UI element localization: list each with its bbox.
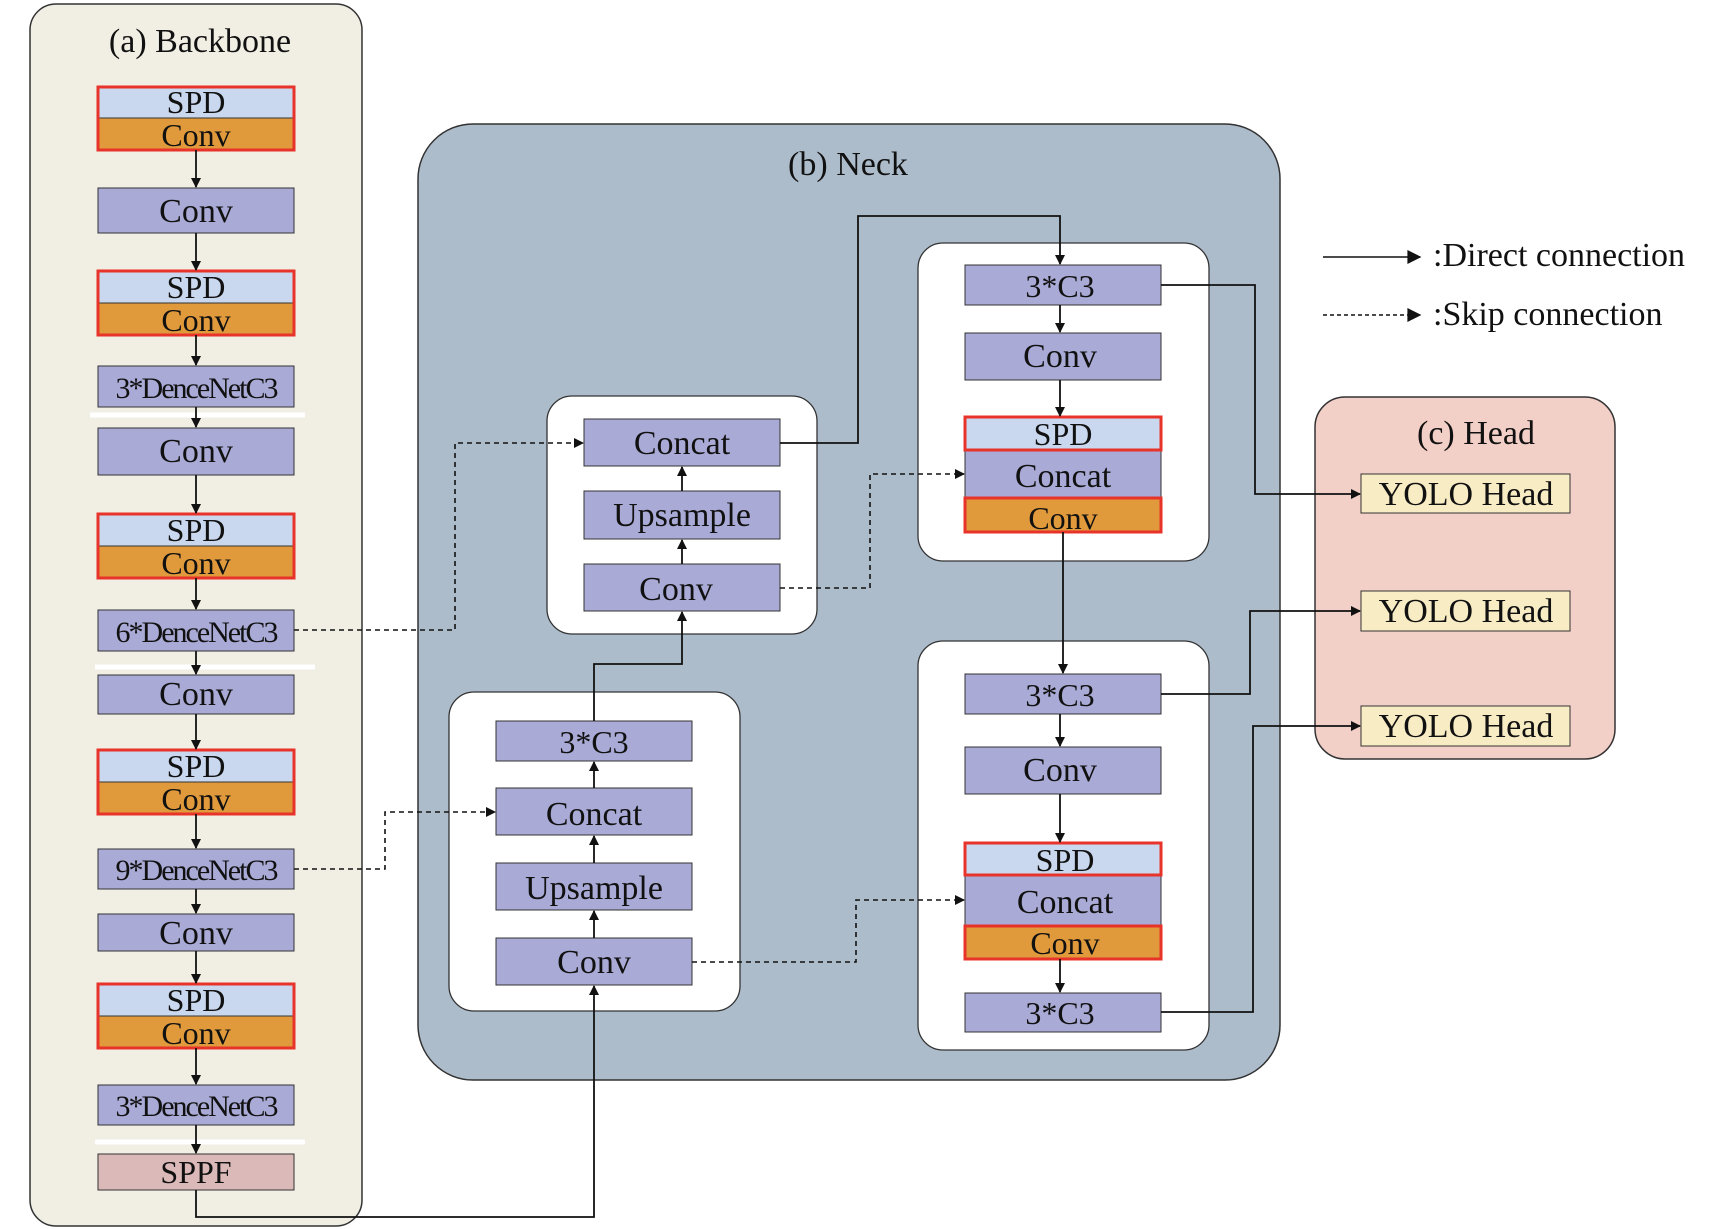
backbone-dense-3: 3*DenceNetC3 — [90, 365, 305, 418]
backbone-spdconv-4: SPD Conv — [96, 748, 296, 817]
head-title: (c) Head — [1417, 415, 1535, 452]
backbone-title: (a) Backbone — [109, 23, 291, 60]
neck-br-spd-concat-conv: SPD Concat Conv — [963, 841, 1163, 961]
spd-label: SPD — [167, 748, 226, 784]
neck-tr-spd-concat-conv: SPD Concat Conv — [963, 415, 1163, 536]
conv-label: Conv — [159, 676, 233, 713]
conv-label: Conv — [161, 117, 230, 153]
yolo-head-3: YOLO Head — [1360, 705, 1571, 747]
backbone-spdconv-3: SPD Conv — [96, 512, 296, 581]
spd-label: SPD — [167, 269, 226, 305]
dense-label: 9*DenceNetC3 — [116, 854, 278, 887]
direct-connections — [195, 215, 1361, 1218]
neck-tr-c3: 3*C3 — [964, 264, 1162, 306]
upsample-label: Upsample — [613, 497, 751, 534]
neck-tr-conv: Conv — [964, 332, 1162, 381]
conv-label: Conv — [1023, 752, 1097, 789]
dense-label: 3*DenceNetC3 — [116, 1090, 278, 1123]
backbone-spdconv-5: SPD Conv — [96, 982, 296, 1051]
backbone-dense-9: 9*DenceNetC3 — [97, 848, 295, 890]
yolo-head-2: YOLO Head — [1360, 590, 1571, 632]
spd-label: SPD — [1036, 842, 1095, 878]
neck-bl-conv: Conv — [495, 937, 693, 986]
backbone-spdconv-1: SPD Conv — [96, 84, 296, 153]
backbone-conv-4: Conv — [97, 913, 295, 952]
legend-skip-label: :Skip connection — [1433, 296, 1662, 333]
upsample-label: Upsample — [525, 870, 663, 907]
dense-label: 6*DenceNetC3 — [116, 616, 278, 649]
neck-bl-upsample: Upsample — [495, 862, 693, 911]
neck-tl-upsample: Upsample — [583, 490, 781, 540]
concat-label: Concat — [1015, 458, 1112, 495]
spd-label: SPD — [167, 982, 226, 1018]
conv-label: Conv — [1030, 925, 1099, 961]
yolo-head-label: YOLO Head — [1379, 708, 1554, 745]
yolo-head-label: YOLO Head — [1379, 593, 1554, 630]
backbone-conv-1: Conv — [97, 187, 295, 234]
conv-label: Conv — [557, 944, 631, 981]
conv-label: Conv — [639, 571, 713, 608]
neck-title: (b) Neck — [788, 146, 908, 183]
conv-label: Conv — [161, 781, 230, 817]
spd-label: SPD — [1034, 416, 1093, 452]
conv-label: Conv — [1023, 338, 1097, 375]
neck-tl-concat: Concat — [583, 418, 781, 467]
spd-label: SPD — [167, 84, 226, 120]
spd-label: SPD — [167, 512, 226, 548]
sppf-label: SPPF — [160, 1154, 231, 1190]
c3-label: 3*C3 — [1025, 268, 1094, 304]
neck-br-conv: Conv — [964, 746, 1162, 795]
conv-label: Conv — [1028, 500, 1097, 536]
concat-label: Concat — [546, 796, 643, 833]
backbone-conv-2: Conv — [97, 427, 295, 476]
legend-direct-label: :Direct connection — [1433, 237, 1685, 274]
backbone-dense-3-bottom: 3*DenceNetC3 — [95, 1084, 305, 1145]
conv-label: Conv — [161, 302, 230, 338]
neck-br-c3: 3*C3 — [964, 673, 1162, 715]
conv-label: Conv — [159, 193, 233, 230]
yolo-head-label: YOLO Head — [1379, 476, 1554, 513]
neck-bl-concat: Concat — [495, 787, 693, 836]
c3-label: 3*C3 — [1025, 995, 1094, 1031]
backbone-sppf: SPPF — [97, 1153, 295, 1191]
conv-label: Conv — [161, 545, 230, 581]
yolo-head-1: YOLO Head — [1360, 473, 1571, 514]
concat-label: Concat — [1017, 884, 1114, 921]
backbone-conv-3: Conv — [97, 674, 295, 715]
concat-label: Concat — [634, 425, 731, 462]
c3-label: 3*C3 — [1025, 677, 1094, 713]
dense-label: 3*DenceNetC3 — [116, 372, 278, 405]
neck-bl-c3: 3*C3 — [495, 720, 693, 762]
c3-label: 3*C3 — [559, 724, 628, 760]
backbone-spdconv-2: SPD Conv — [96, 269, 296, 338]
backbone-dense-6: 6*DenceNetC3 — [95, 609, 315, 670]
neck-tl-conv: Conv — [583, 563, 781, 612]
skip-connections — [294, 438, 965, 963]
neck-br-c3-bottom: 3*C3 — [964, 992, 1162, 1033]
conv-label: Conv — [161, 1015, 230, 1051]
conv-label: Conv — [159, 433, 233, 470]
conv-label: Conv — [159, 915, 233, 952]
